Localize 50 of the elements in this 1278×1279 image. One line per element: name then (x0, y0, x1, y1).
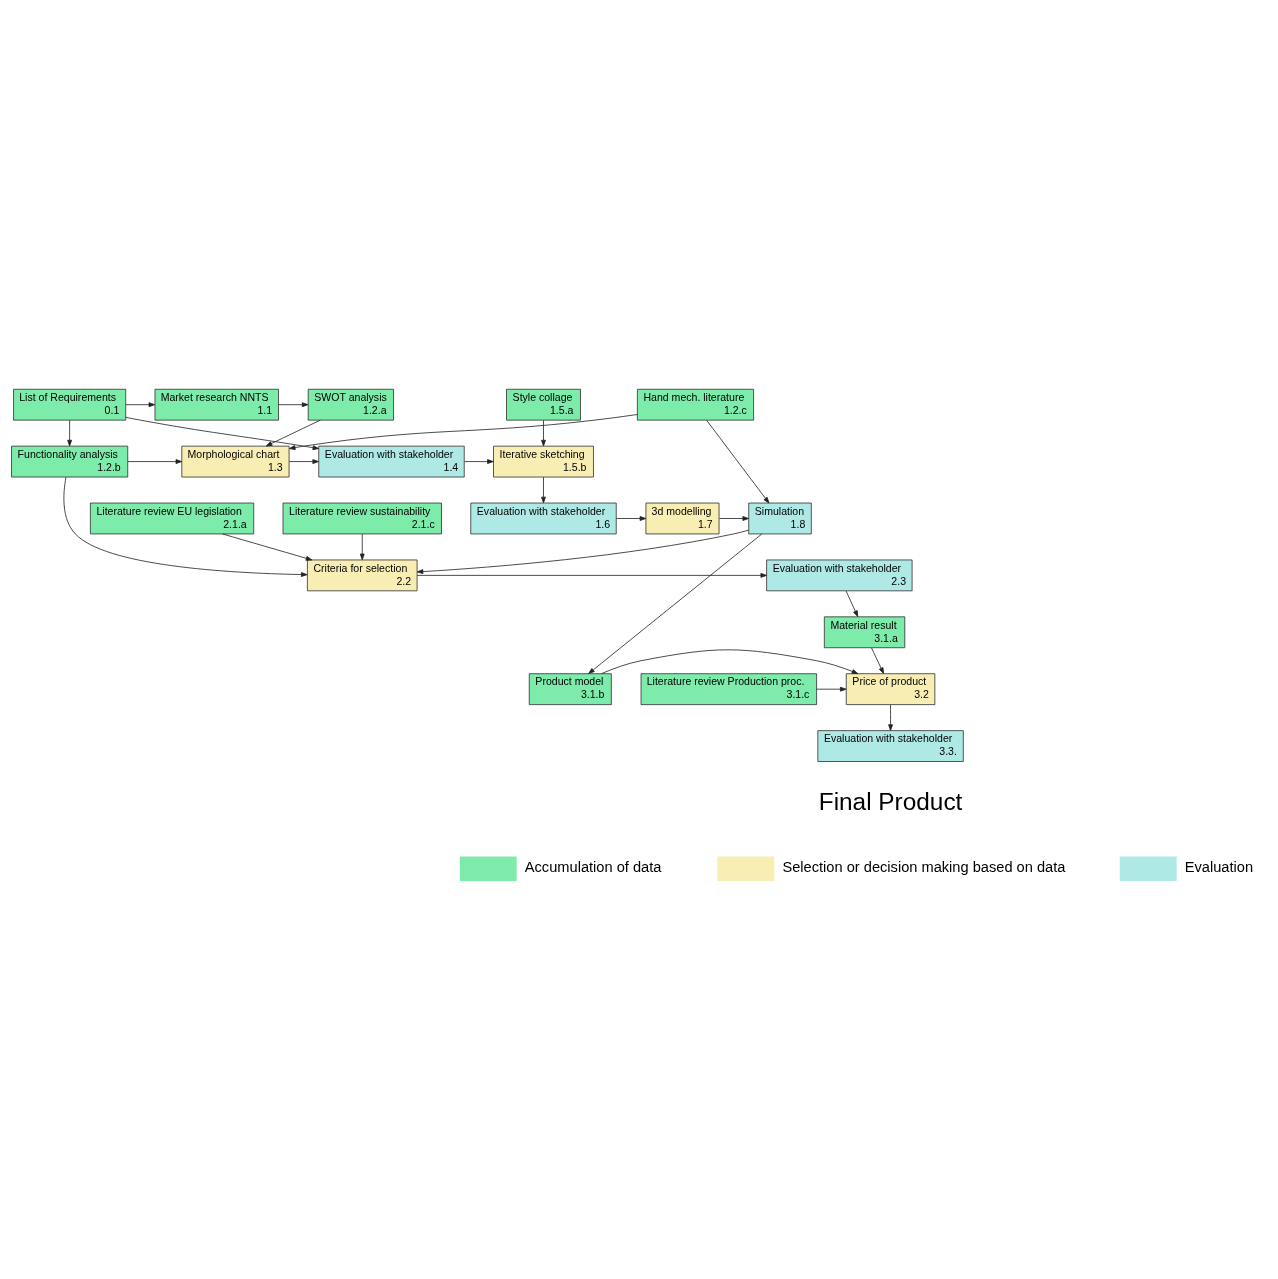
arrow (288, 413, 638, 450)
arrow (615, 515, 647, 521)
node-box: Hand mech. literature 1.2.c (636, 388, 754, 421)
label: Final Product (818, 787, 963, 815)
arrow (541, 419, 546, 446)
node-box: Evaluation with stakeholder 1.4 (318, 445, 465, 477)
arrow (706, 419, 770, 503)
arrow (588, 533, 763, 674)
node-box: Market research NNTS 1.1 (154, 388, 279, 421)
legend-label: Accumulation of data (524, 858, 662, 875)
node-box: Evaluation with stakeholder 2.3 (766, 559, 913, 591)
node-box: SWOT analysis 1.2.a (307, 388, 394, 421)
legend-label: Selection or decision making based on data (782, 858, 1066, 875)
arrow (265, 419, 321, 446)
arrow (289, 458, 319, 464)
arrow (416, 572, 767, 578)
node-box: Literature review sustainability 2.1.c (282, 502, 442, 534)
legend-label: Evaluation (1184, 858, 1254, 875)
arrow (127, 458, 183, 464)
node-box: Style collage 1.5.a (506, 388, 581, 421)
node-box: Price of product 3.2 (845, 672, 936, 705)
arrow (125, 416, 320, 450)
arrow (601, 648, 859, 674)
arrow (871, 647, 884, 674)
node-box: Literature review Production proc. 3.1.c (640, 672, 817, 705)
node-box: Literature review EU legislation 2.1.a (89, 502, 255, 534)
node-box: Evaluation with stakeholder 1.6 (470, 502, 617, 534)
node-box: 3d modelling 1.7 (645, 502, 720, 534)
node-box: Iterative sketching 1.5.b (493, 445, 594, 477)
node-box: Morphological chart 1.3 (181, 445, 290, 477)
arrow (816, 686, 847, 692)
arrow (541, 476, 546, 503)
node-box: Functionality analysis 1.2.b (11, 445, 129, 477)
arrow (63, 476, 308, 577)
arrow (359, 533, 365, 560)
arrow (222, 533, 313, 561)
node-box: Material result 3.1.a (823, 615, 906, 648)
node-box: Evaluation with stakeholder 3.3. (817, 729, 964, 762)
arrow (845, 590, 859, 617)
node-box: Criteria for selection 2.2 (306, 559, 418, 591)
node-box: List of Requirements 0.1 (13, 388, 127, 421)
arrow (464, 458, 494, 464)
arrow (719, 515, 749, 521)
arrow (67, 419, 73, 446)
arrow (888, 703, 893, 731)
arrow (416, 529, 749, 574)
node-box: Product model 3.1.b (528, 672, 612, 705)
arrow (278, 401, 309, 407)
arrow (125, 401, 156, 407)
node-box: Simulation 1.8 (748, 502, 812, 534)
